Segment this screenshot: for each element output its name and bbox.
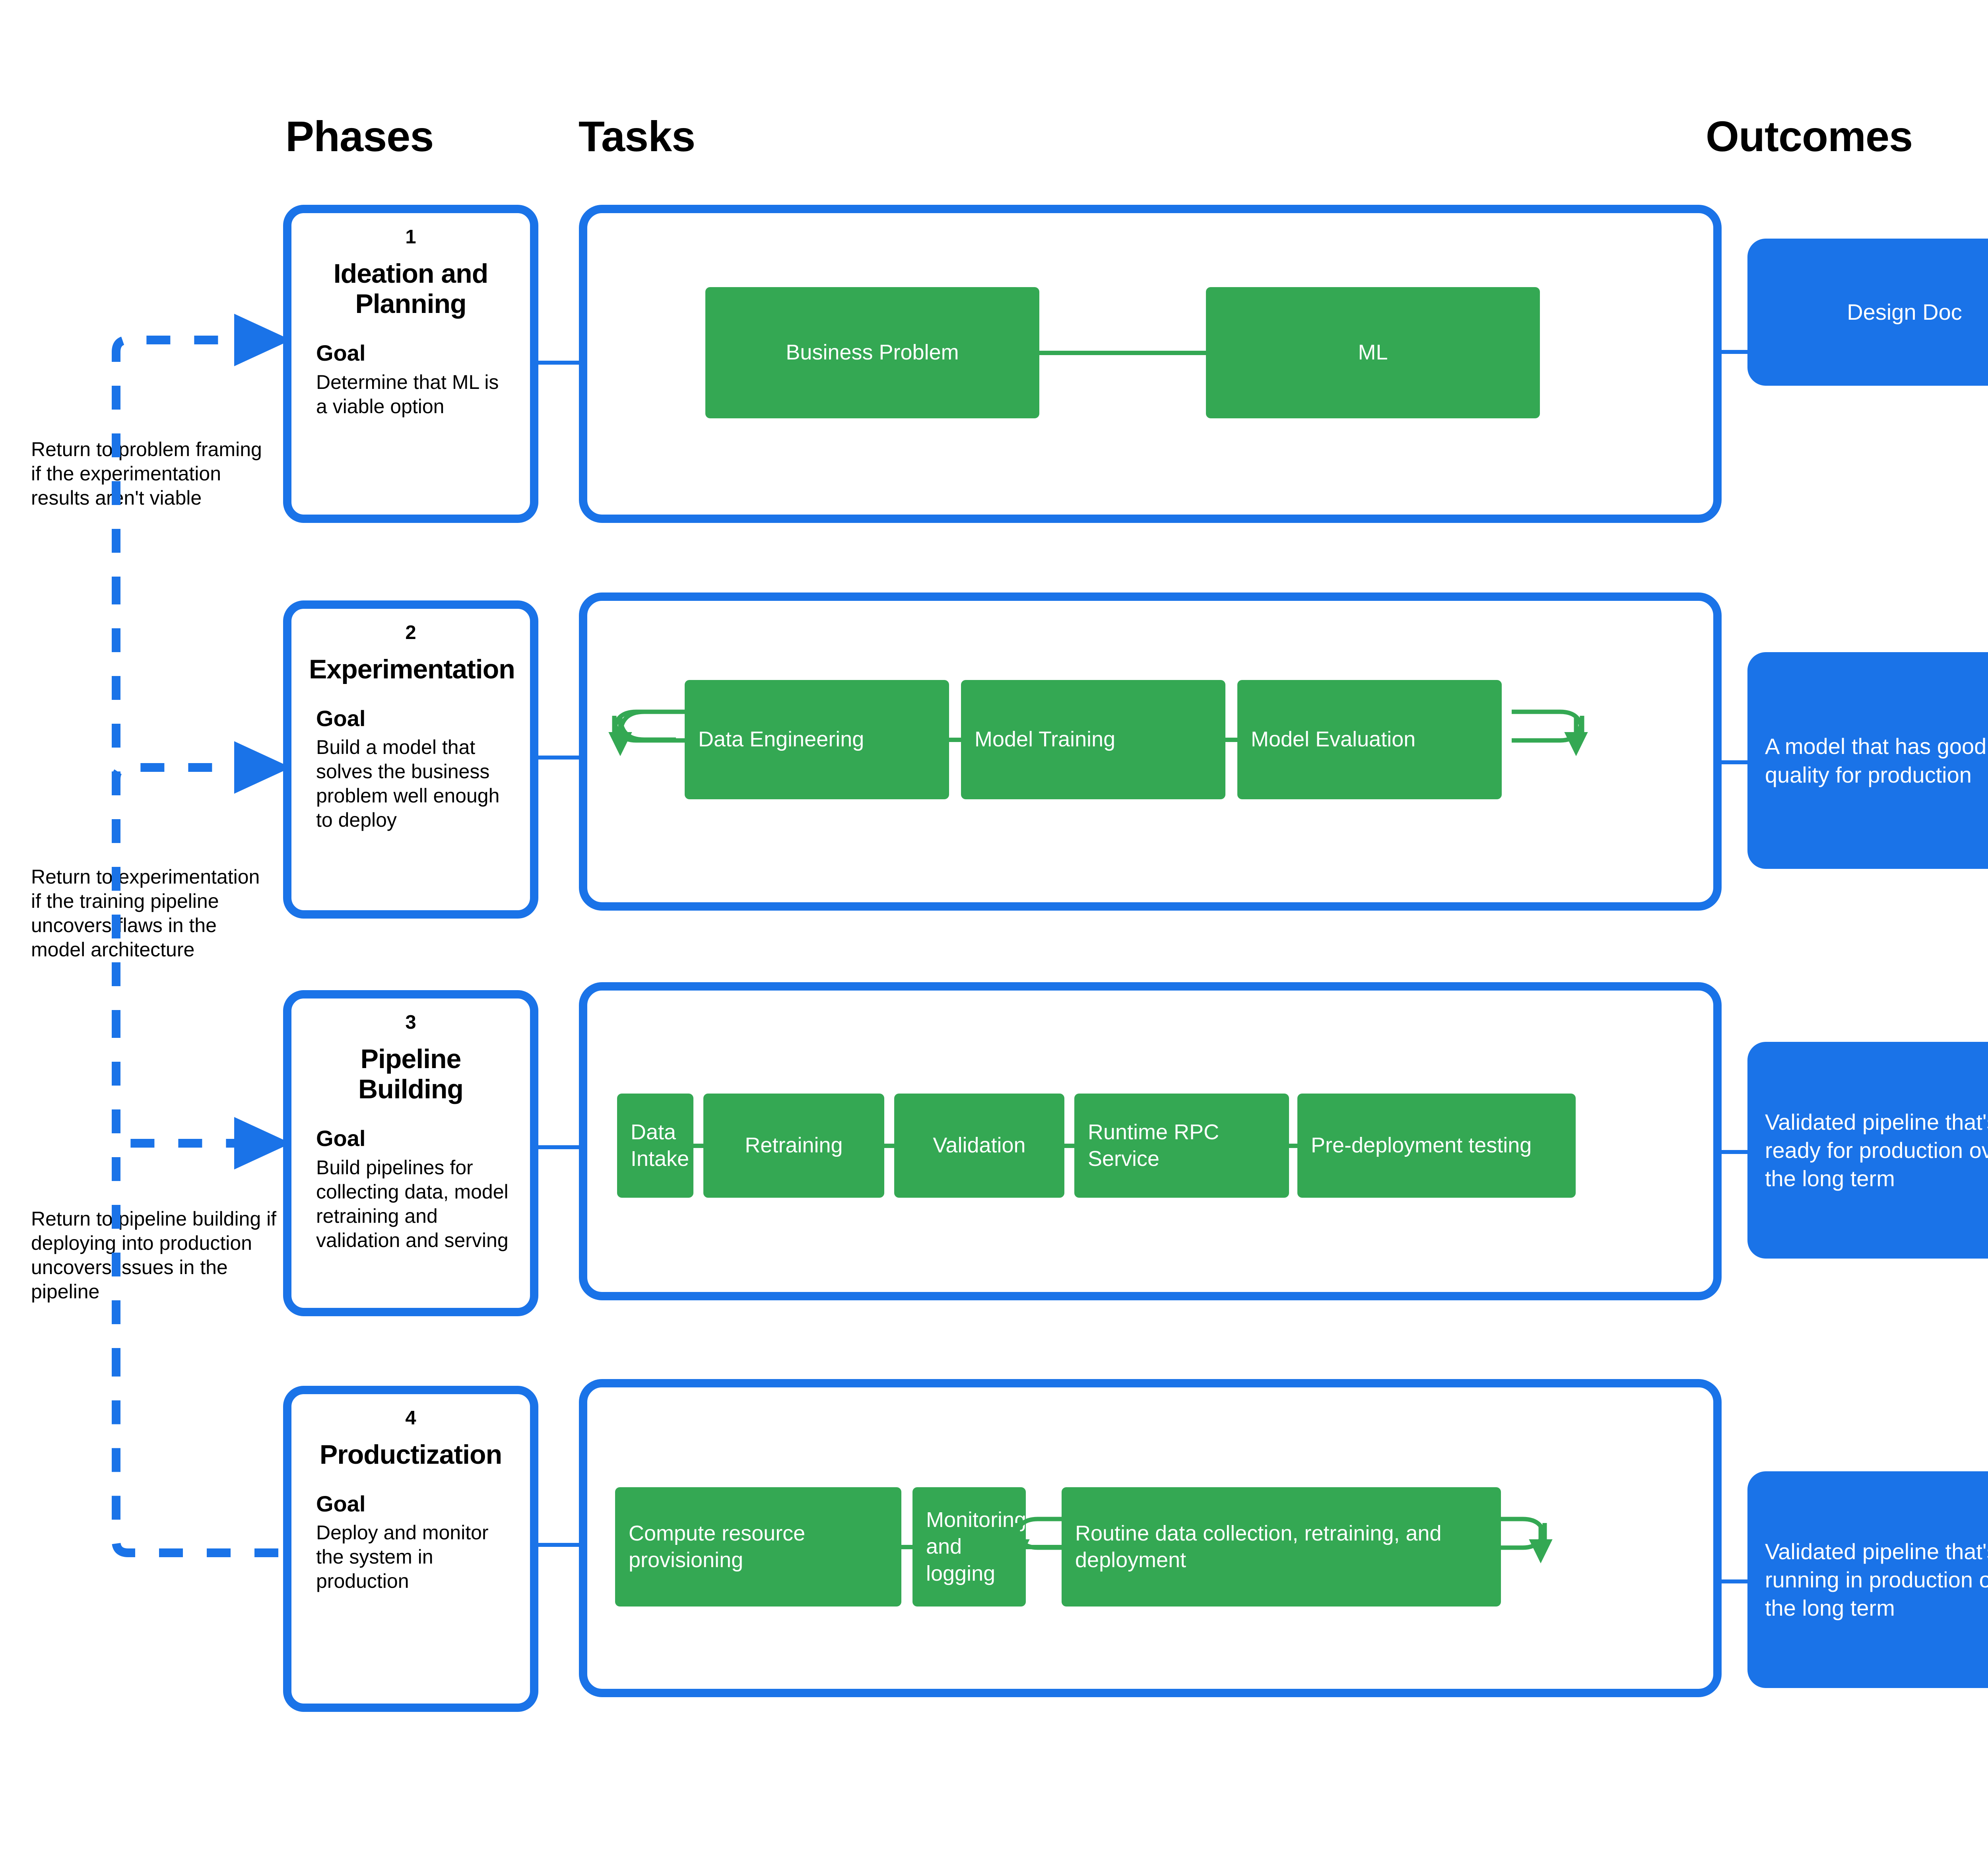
outcome-box-4[interactable]: Validated pipeline that's running in pro… <box>1747 1471 1988 1688</box>
task-box-model-training[interactable]: Model Training <box>961 680 1225 799</box>
column-header-phases: Phases <box>285 112 434 160</box>
phase-number-2: 2 <box>405 622 416 643</box>
task-box-routine-data-collection[interactable]: Routine data collection, retraining, and… <box>1062 1487 1501 1607</box>
outcome-box-2[interactable]: A model that has good quality for produc… <box>1747 652 1988 869</box>
connector-tasks3-outcome <box>1722 1150 1747 1154</box>
phase-title-1: Ideation and Planning <box>333 258 488 319</box>
annotation-left-1: Return to problem framing if the experim… <box>31 438 262 509</box>
phase-card-4[interactable]: 4 Productization Goal Deploy and monitor… <box>283 1386 538 1712</box>
phase-title-3: Pipeline Building <box>358 1043 464 1105</box>
task-box-business-problem[interactable]: Business Problem <box>705 287 1039 418</box>
annotation-left-2: Return to experimentation if the trainin… <box>31 866 260 961</box>
goal-label-4: Goal <box>316 1491 366 1517</box>
task-box-runtime-rpc-service[interactable]: Runtime RPC Service <box>1074 1094 1289 1198</box>
phase-title-2: Experimentation <box>309 654 515 684</box>
task-flow-4: Compute resource provisioning Monitoring… <box>615 1487 1501 1607</box>
task-box-monitoring-and-logging[interactable]: Monitoring and logging <box>912 1487 1026 1607</box>
task-box-compute-resource-provisioning[interactable]: Compute resource provisioning <box>615 1487 901 1607</box>
phase-title-4: Productization <box>319 1439 502 1470</box>
task-flow-2: Data Engineering Model Training Model Ev… <box>685 680 1502 799</box>
task-flow-1: Business Problem ML <box>705 287 1540 418</box>
goal-text-4: Deploy and monitor the system in product… <box>316 1521 489 1593</box>
connector-tasks2-outcome <box>1722 760 1747 764</box>
annotation-left-3: Return to pipeline building if deploying… <box>31 1208 277 1303</box>
connector-phase1-tasks <box>538 361 579 365</box>
connector-phase2-tasks <box>538 756 579 760</box>
task-box-retraining[interactable]: Retraining <box>703 1094 884 1198</box>
goal-label-2: Goal <box>316 706 366 731</box>
column-header-outcomes: Outcomes <box>1706 112 1913 160</box>
goal-text-1: Determine that ML is a viable option <box>316 371 499 418</box>
phase-number-1: 1 <box>405 226 416 248</box>
goal-label-3: Goal <box>316 1126 366 1151</box>
phase-number-3: 3 <box>405 1012 416 1033</box>
task-box-validation[interactable]: Validation <box>894 1094 1064 1198</box>
phase-card-3[interactable]: 3 Pipeline Building Goal Build pipelines… <box>283 990 538 1316</box>
phase-number-4: 4 <box>405 1407 416 1429</box>
task-box-pre-deployment-testing[interactable]: Pre-deployment testing <box>1297 1094 1576 1198</box>
feedback-rail-from-phase-4 <box>112 1372 278 1557</box>
task-box-ml[interactable]: ML <box>1206 287 1540 418</box>
task-flow-3: Data Intake Retraining Validation Runtim… <box>617 1094 1576 1198</box>
outcome-box-1[interactable]: Design Doc <box>1747 239 1988 386</box>
goal-text-3: Build pipelines for collecting data, mod… <box>316 1156 509 1251</box>
outcome-box-3[interactable]: Validated pipeline that's ready for prod… <box>1747 1042 1988 1259</box>
connector-tasks1-outcome <box>1722 350 1747 354</box>
connector-phase3-tasks <box>538 1145 579 1149</box>
task-box-data-engineering[interactable]: Data Engineering <box>685 680 949 799</box>
goal-label-1: Goal <box>316 340 366 366</box>
connector-tasks4-outcome <box>1722 1579 1747 1583</box>
phase-card-2[interactable]: 2 Experimentation Goal Build a model tha… <box>283 600 538 919</box>
phase-card-1[interactable]: 1 Ideation and Planning Goal Determine t… <box>283 205 538 523</box>
task-box-data-intake[interactable]: Data Intake <box>617 1094 693 1198</box>
connector-phase4-tasks <box>538 1543 579 1547</box>
task-box-model-evaluation[interactable]: Model Evaluation <box>1237 680 1502 799</box>
goal-text-2: Build a model that solves the business p… <box>316 736 500 831</box>
column-header-tasks: Tasks <box>579 112 695 160</box>
